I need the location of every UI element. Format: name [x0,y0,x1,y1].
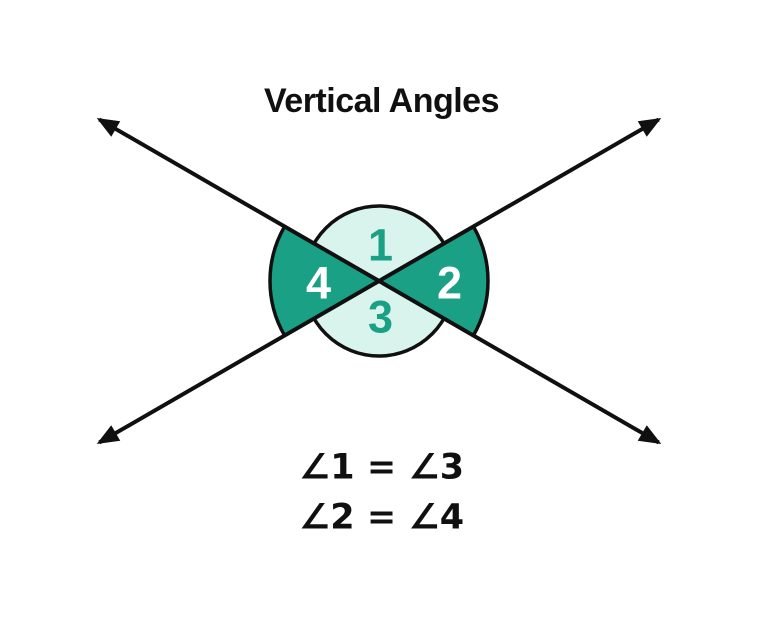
angle-label-1: 1 [367,219,393,271]
angle-label-3: 3 [367,291,393,343]
angle-label-4: 4 [305,257,331,309]
equation-angle1-angle3: ∠1 = ∠3 [298,447,465,488]
angle-label-2: 2 [436,257,462,309]
line-bottomleft-topright [96,117,662,445]
equation-angle2-angle4: ∠2 = ∠4 [298,497,465,538]
page-title: Vertical Angles [263,82,500,120]
